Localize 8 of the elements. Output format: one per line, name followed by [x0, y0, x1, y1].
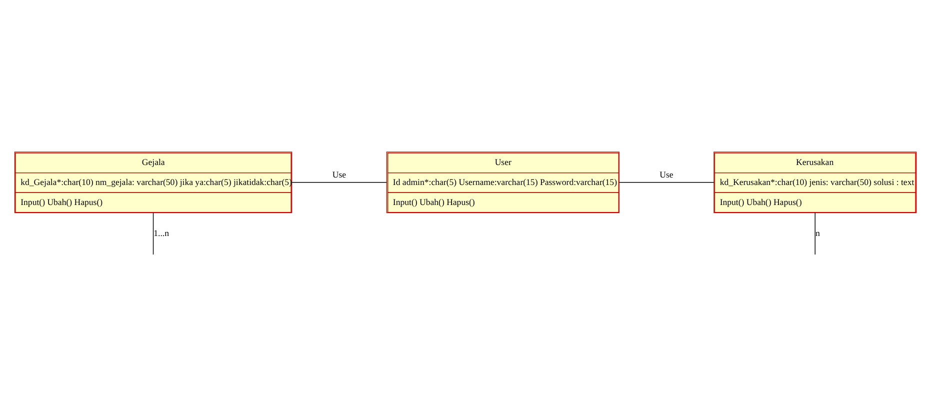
connector [152, 212, 154, 255]
edge-label: 1...n [154, 228, 170, 238]
edge-label: Use [660, 170, 674, 180]
edge-label: n [815, 228, 820, 238]
connector [618, 182, 714, 183]
connector [292, 182, 387, 183]
connector [814, 212, 816, 255]
edge-label: Use [332, 170, 346, 180]
